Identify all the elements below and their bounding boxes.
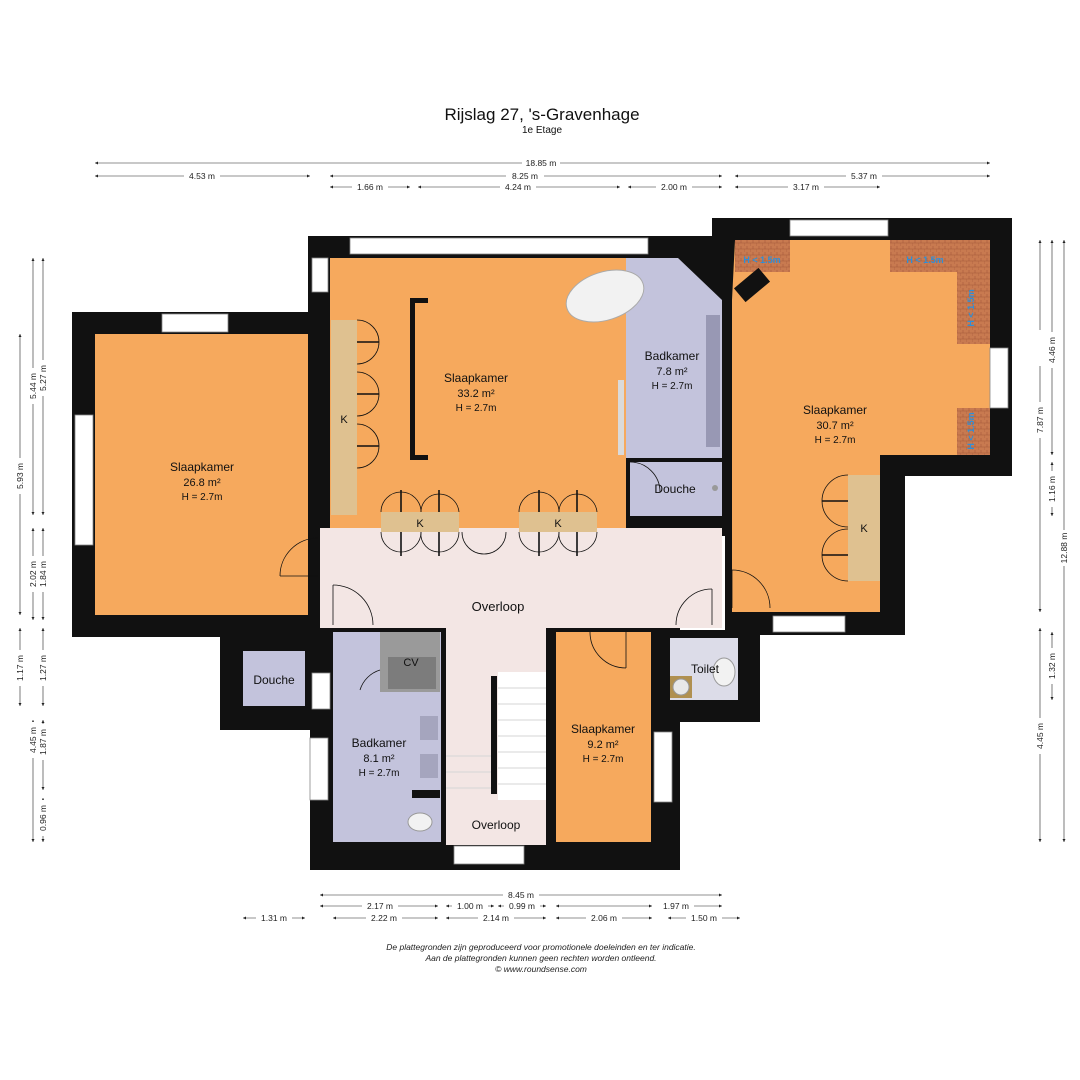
- dimension-text: 1.17 m: [15, 655, 25, 681]
- dimension-text: 3.17 m: [793, 182, 819, 192]
- dimension-text: 4.45 m: [1035, 723, 1045, 749]
- douche-label: Douche: [253, 673, 295, 687]
- disclaimer: De plattegronden zijn geproduceerd voor …: [386, 942, 696, 974]
- room-area: 9.2 m²: [587, 739, 619, 751]
- height-limit: H < 1.5m: [966, 289, 976, 326]
- dimension-text: 5.44 m: [28, 373, 38, 399]
- room-height: H = 2.7m: [583, 754, 624, 765]
- dimension-text: 1.27 m: [38, 655, 48, 681]
- room-labels: Slaapkamer 26.8 m² H = 2.7m Slaapkamer 3…: [170, 349, 868, 832]
- closet-label: K: [860, 523, 868, 535]
- disclaimer-line: © www.roundsense.com: [495, 964, 587, 974]
- dimension-text: 8.25 m: [512, 171, 538, 181]
- dimension-text: 2.17 m: [367, 901, 393, 911]
- douche-label: Douche: [654, 482, 696, 496]
- dimension-text: 4.46 m: [1047, 337, 1057, 363]
- dimension-text: 2.06 m: [591, 913, 617, 923]
- dimension-text: 5.27 m: [38, 365, 48, 391]
- plan-subtitle: 1e Etage: [522, 125, 562, 136]
- dimension-text: 2.00 m: [661, 182, 687, 192]
- closet-label: K: [554, 518, 562, 530]
- room-name: Slaapkamer: [444, 371, 508, 385]
- dimension-text: 1.00 m: [457, 901, 483, 911]
- toilet-label: Toilet: [691, 662, 720, 676]
- staircase: [446, 672, 546, 800]
- disclaimer-line: De plattegronden zijn geproduceerd voor …: [386, 942, 696, 952]
- dimension-text: 5.37 m: [851, 171, 877, 181]
- dimension-text: 2.14 m: [483, 913, 509, 923]
- dimension-text: 1.84 m: [38, 561, 48, 587]
- fixtures: [407, 267, 771, 832]
- height-limit: H < 1.5m: [906, 255, 943, 265]
- dimension-text: 1.16 m: [1047, 476, 1057, 502]
- closet-label: K: [416, 518, 424, 530]
- room-area: 30.7 m²: [816, 420, 854, 432]
- dimension-text: 2.02 m: [28, 561, 38, 587]
- room-name: Slaapkamer: [571, 722, 635, 736]
- room-area: 7.8 m²: [656, 366, 688, 378]
- room-doors: [279, 461, 771, 691]
- room-height: H = 2.7m: [359, 768, 400, 779]
- height-limit: H < 1.5m: [966, 412, 976, 449]
- bathtub-icon: [565, 269, 645, 323]
- closet-label: K: [340, 414, 348, 426]
- room-height: H = 2.7m: [815, 435, 856, 446]
- room-area: 8.1 m²: [363, 753, 395, 765]
- room-height: H = 2.7m: [182, 492, 223, 503]
- room-height: H = 2.7m: [456, 403, 497, 414]
- washbasin-icon: [672, 678, 690, 696]
- room-area: 26.8 m²: [183, 477, 221, 489]
- dimension-text: 5.93 m: [15, 463, 25, 489]
- dimension-text: 4.45 m: [28, 727, 38, 753]
- dimension-text: 18.85 m: [526, 158, 557, 168]
- height-limit: H < 1.5m: [743, 255, 780, 265]
- dimension-text: 4.53 m: [189, 171, 215, 181]
- sloped-ceiling-zones: [735, 240, 990, 455]
- bed-frame-icon: [410, 298, 415, 460]
- windows: [74, 219, 1009, 865]
- room-name: Badkamer: [645, 349, 700, 363]
- shower-drain-icon: [712, 485, 718, 491]
- toilet-icon: [712, 657, 736, 687]
- dimension-text: 12.88 m: [1059, 533, 1069, 564]
- room-area: 33.2 m²: [457, 388, 495, 400]
- room-name: Slaapkamer: [803, 403, 867, 417]
- dimension-text: 0.96 m: [38, 805, 48, 831]
- dimension-text: 0.99 m: [509, 901, 535, 911]
- dimension-text: 1.66 m: [357, 182, 383, 192]
- toilet-bowl-icon: [407, 812, 433, 832]
- dimension-text: 1.97 m: [663, 901, 689, 911]
- dimension-text: 1.50 m: [691, 913, 717, 923]
- vanity-icon: [706, 315, 720, 447]
- room-name: Badkamer: [352, 736, 407, 750]
- dimension-text: 8.45 m: [508, 890, 534, 900]
- sink-icon: [420, 716, 438, 740]
- plan-title: Rijslag 27, 's-Gravenhage: [444, 105, 639, 124]
- dimension-text: 2.22 m: [371, 913, 397, 923]
- dimension-labels: 18.85 m 4.53 m 8.25 m 5.37 m 1.66 m 4.24…: [14, 157, 1070, 924]
- dimension-text: 7.87 m: [1035, 407, 1045, 433]
- overloop-label: Overloop: [472, 599, 525, 614]
- dimension-text: 1.32 m: [1047, 653, 1057, 679]
- dimension-text: 1.31 m: [261, 913, 287, 923]
- height-limit-labels: H < 1.5m H < 1.5m H < 1.5m H < 1.5m: [743, 255, 976, 450]
- room-name: Slaapkamer: [170, 460, 234, 474]
- dimension-text: 4.24 m: [505, 182, 531, 192]
- room-height: H = 2.7m: [652, 381, 693, 392]
- cv-label: CV: [403, 657, 419, 669]
- closet-doors: [356, 319, 849, 582]
- disclaimer-line: Aan de plattegronden kunnen geen rechten…: [424, 953, 656, 963]
- closet-door-lines: [357, 341, 848, 556]
- dimension-text: 1.87 m: [38, 729, 48, 755]
- closets: [331, 320, 880, 581]
- desk-icon: [733, 267, 771, 303]
- overloop-label: Overloop: [472, 818, 521, 832]
